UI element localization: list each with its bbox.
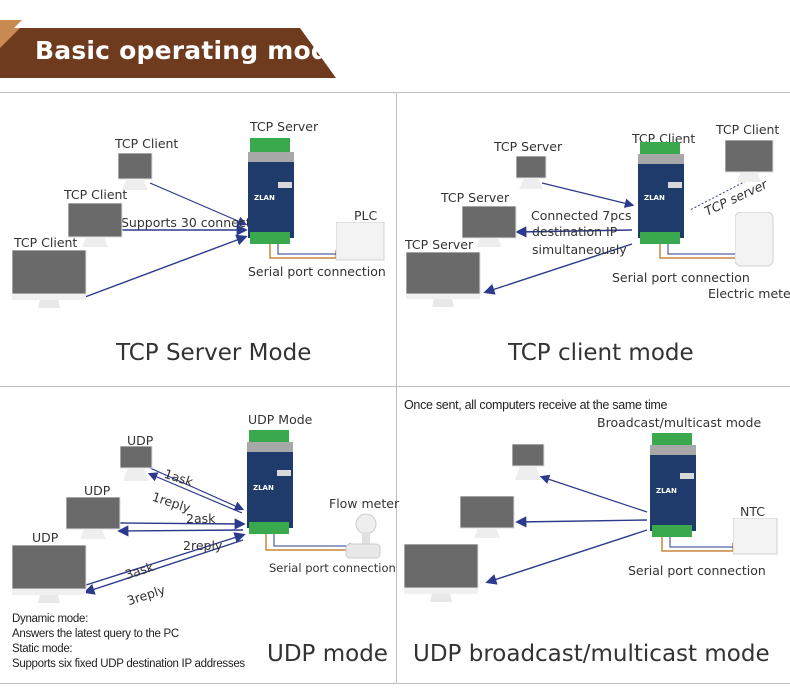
monitor-icon xyxy=(120,446,153,481)
tcp-client-caption: TCP client mode xyxy=(508,340,694,366)
udp-mode-label: UDP Mode xyxy=(248,412,313,427)
svg-text:ZLAN: ZLAN xyxy=(656,487,677,495)
connected-line-3: simultaneously xyxy=(532,242,627,257)
monitor-icon xyxy=(118,153,153,190)
horizontal-divider xyxy=(0,386,790,387)
monitor-icon xyxy=(68,203,123,247)
svg-text:ZLAN: ZLAN xyxy=(253,484,274,492)
mode-note-2: Answers the latest query to the PC xyxy=(12,628,179,640)
ntc-label: NTC xyxy=(740,504,765,519)
connected-line-1: Connected 7pcs xyxy=(531,208,632,223)
plc-device xyxy=(336,222,385,261)
plc-label: PLC xyxy=(354,208,378,223)
monitor-icon xyxy=(462,206,517,247)
broadcast-caption: UDP broadcast/multicast mode xyxy=(413,641,770,667)
svg-text:ZLAN: ZLAN xyxy=(254,194,275,202)
zlan-device: ZLAN xyxy=(650,433,696,537)
zlan-device: ZLAN xyxy=(638,142,684,244)
monitor-icon xyxy=(725,140,774,182)
serial-label: Serial port connection xyxy=(248,264,386,279)
ntc-device xyxy=(733,518,778,555)
monitor-icon xyxy=(404,544,479,602)
monitor-icon xyxy=(12,545,87,603)
zlan-device: ZLAN xyxy=(248,138,294,244)
reply2-label: 2reply xyxy=(183,538,223,553)
monitor-icon xyxy=(406,252,481,307)
panel-grid xyxy=(0,92,790,684)
udp-caption: UDP mode xyxy=(267,641,388,667)
tcp-client-right-label: TCP Client xyxy=(716,122,780,137)
zlan-device: ZLAN xyxy=(247,430,293,534)
vertical-divider xyxy=(396,92,397,684)
tcp-server-label-bottom: TCP Server xyxy=(405,237,474,252)
connected-line-2: destination IP xyxy=(532,224,618,239)
ask2-label: 2ask xyxy=(186,511,216,526)
broadcast-headline: Once sent, all computers receive at the … xyxy=(404,398,668,412)
broadcast-device-label: Broadcast/multicast mode xyxy=(597,415,762,430)
tcp-server-label-mid: TCP Server xyxy=(441,190,510,205)
page-title: Basic operating mode xyxy=(35,36,347,65)
tcp-server-label: TCP Server xyxy=(250,119,319,134)
electric-meter xyxy=(735,212,774,267)
mode-note-4: Supports six fixed UDP destination IP ad… xyxy=(12,658,245,670)
flow-meter-label: Flow meter xyxy=(329,496,400,511)
tcp-server-label-top: TCP Server xyxy=(494,139,563,154)
monitor-icon xyxy=(66,497,121,539)
tcp-client-label-bottom: TCP Client xyxy=(14,235,78,250)
connections-label: Supports 30 connections xyxy=(121,215,277,230)
tcp-server-caption: TCP Server Mode xyxy=(116,340,312,366)
serial-label: Serial port connection xyxy=(269,561,396,575)
mode-note-3: Static mode: xyxy=(12,643,73,655)
tcp-client-label-top: TCP Client xyxy=(115,136,179,151)
meter-label: Electric meter xyxy=(708,286,790,301)
udp-label-mid: UDP xyxy=(84,483,111,498)
serial-label: Serial port connection xyxy=(612,270,750,285)
monitor-icon xyxy=(12,250,87,308)
serial-label: Serial port connection xyxy=(628,563,766,578)
tcp-client-label-mid: TCP Client xyxy=(64,187,128,202)
monitor-icon xyxy=(460,496,515,538)
flow-meter-device xyxy=(345,513,381,559)
udp-label-top: UDP xyxy=(127,433,154,448)
mode-note-1: Dynamic mode: xyxy=(12,613,88,625)
monitor-icon xyxy=(516,156,547,189)
header-banner xyxy=(0,20,336,78)
udp-label-bottom: UDP xyxy=(32,530,59,545)
monitor-icon xyxy=(512,444,545,480)
svg-text:ZLAN: ZLAN xyxy=(644,194,665,202)
